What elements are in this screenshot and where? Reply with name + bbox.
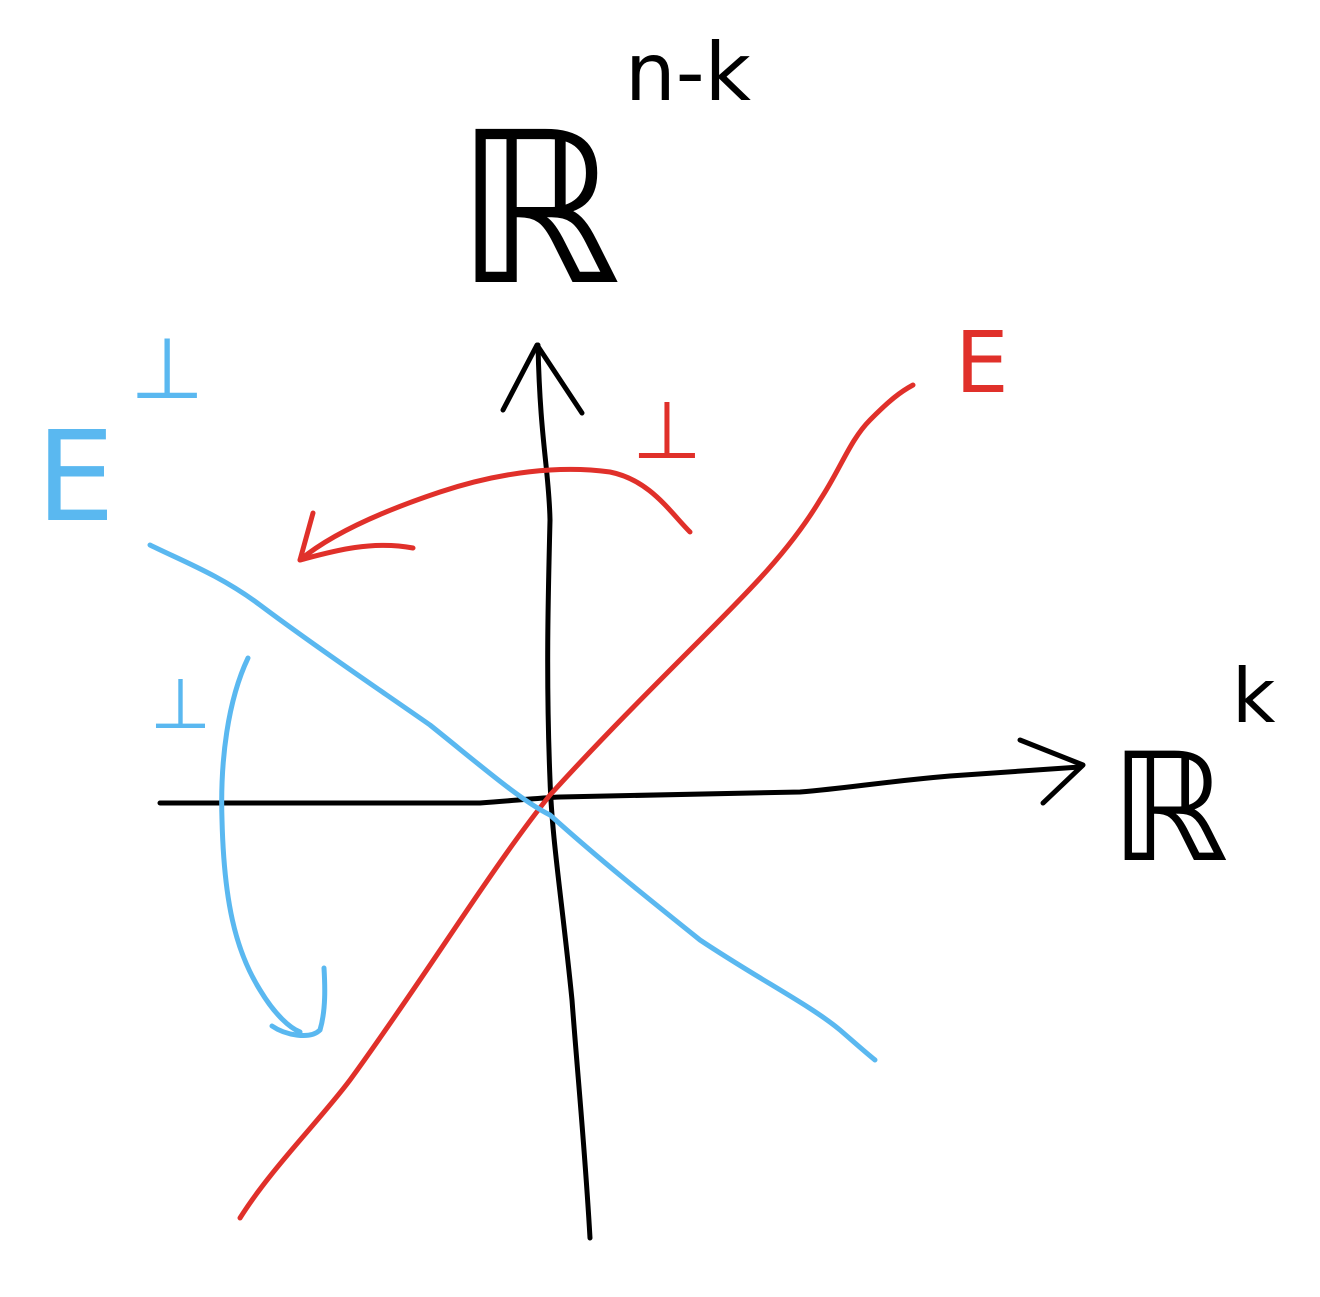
red-perp-label: ⊥ [632, 384, 702, 477]
red-rotation-arrow [297, 466, 693, 563]
horizontal-space-exponent: k [1232, 652, 1276, 740]
red-rotation-arrowhead [297, 510, 416, 563]
blue-rotation-arrow [219, 655, 303, 1035]
horizontal-space-label: ℝ [1110, 722, 1229, 896]
blue-rotation-arrowhead [269, 965, 328, 1038]
vertical-axis-arrowhead [500, 342, 585, 416]
vertical-space-exponent: n-k [625, 26, 752, 119]
complement-line [147, 542, 878, 1063]
vertical-space-label: ℝ [455, 87, 621, 332]
blue-perp-label: ⊥ [150, 663, 211, 745]
vertical-axis [535, 342, 593, 1241]
horizontal-axis [157, 764, 1083, 806]
complement-exponent: ⊥ [130, 320, 204, 419]
complement-label: E [36, 405, 115, 550]
subspace-e-line [237, 382, 916, 1221]
subspace-label: E [955, 314, 1009, 413]
horizontal-axis-arrowhead [1017, 737, 1086, 806]
